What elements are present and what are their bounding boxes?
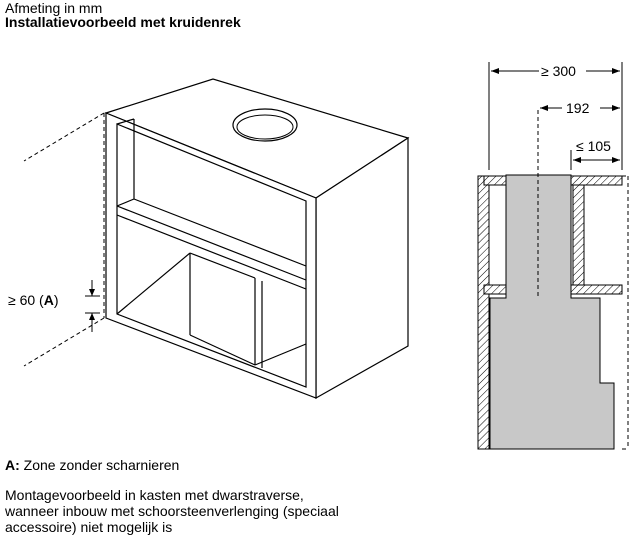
wall-line-lower [23, 317, 105, 367]
legend-text: Zone zonder scharnieren [19, 457, 180, 473]
legend-key: A: [5, 457, 20, 473]
note-line-2: wanneer inbouw met schoorsteenverlenging… [5, 503, 339, 519]
bottom-crossbar [570, 284, 623, 295]
chimney-opening [232, 108, 298, 142]
right-shelf-panel [572, 184, 585, 286]
cabinet-opening [116, 123, 307, 388]
dimension-a [85, 280, 100, 332]
dimension-192-label: 192 [566, 100, 590, 116]
installation-note: Montagevoorbeeld in kasten met dwarstrav… [5, 487, 425, 535]
left-wall-panel [477, 175, 490, 450]
dimension-300-label: ≥ 300 [541, 63, 576, 79]
crossbar-top-edge [116, 205, 307, 281]
crossbar-bottom-edge [116, 214, 307, 290]
top-crossbar [570, 175, 623, 186]
note-line-1: Montagevoorbeeld in kasten met dwarstrav… [5, 487, 304, 503]
chimney-section [489, 174, 615, 450]
cabinet-perspective [104, 78, 410, 400]
unit-caption: Afmeting in mm [5, 0, 103, 16]
diagram-title: Installatievoorbeeld met kruidenrek [5, 14, 241, 30]
dimension-105-label: ≤ 105 [576, 138, 611, 154]
legend: A: Zone zonder scharnieren [5, 457, 179, 473]
note-line-3: accessoire) niet mogelijk is [5, 519, 173, 535]
dimension-a-label: ≥ 60 (A) [8, 292, 59, 308]
wall-line-upper [23, 112, 105, 162]
